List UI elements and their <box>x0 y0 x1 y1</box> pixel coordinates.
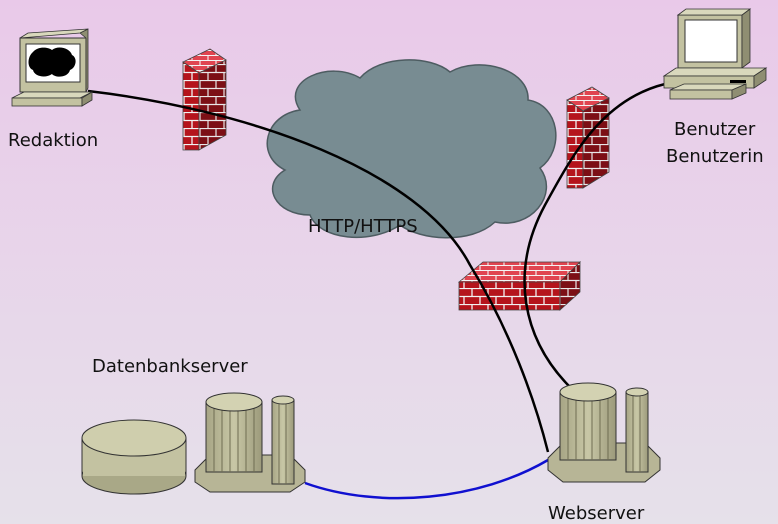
computer-icon <box>11 28 93 107</box>
computer-icon <box>662 8 768 100</box>
label-redaktion: Redaktion <box>8 130 99 151</box>
server-icon <box>194 392 306 493</box>
connection-redaktion-webserver <box>87 89 550 453</box>
label-http-https: HTTP/HTTPS <box>308 216 418 237</box>
label-benutzer: Benutzer <box>674 119 756 140</box>
label-datenbankserver: Datenbankserver <box>92 356 248 377</box>
server-icon <box>547 382 661 483</box>
label-webserver: Webserver <box>548 503 645 524</box>
cloud-icon <box>266 59 557 239</box>
database-icon <box>81 419 187 495</box>
connections <box>87 82 666 500</box>
label-benutzerin: Benutzerin <box>666 146 764 167</box>
connection-benutzer-webserver <box>523 82 666 393</box>
connection-database-webserver <box>304 458 549 500</box>
firewall-icon <box>457 261 581 311</box>
firewall-icon <box>182 48 227 151</box>
